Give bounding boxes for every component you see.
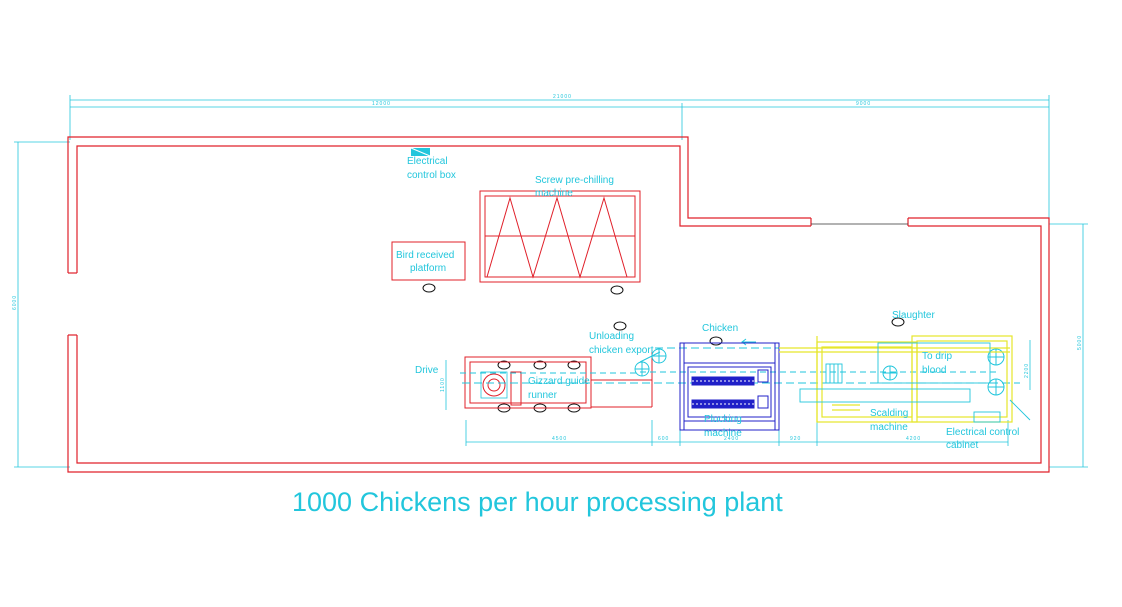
drive-wheel	[480, 371, 508, 399]
label-scalding-2: machine	[870, 422, 908, 433]
diagram-labels: Electrical control box Screw pre-chillin…	[396, 156, 1019, 451]
dim-bottom-2: 600	[658, 436, 669, 442]
dim-left-span: 12000	[372, 101, 391, 107]
label-chicken: Chicken	[702, 323, 738, 334]
label-scalding: Scalding	[870, 408, 908, 419]
label-unloading-2: chicken export	[589, 345, 654, 356]
dim-drive-height: 1100	[440, 377, 446, 392]
scalding-machine	[779, 335, 1013, 423]
dim-right-height: 5000	[1077, 335, 1083, 350]
dim-bottom-1: 4500	[552, 436, 567, 442]
label-gizzard-2: runner	[528, 390, 558, 401]
label-gizzard: Gizzard guide	[528, 376, 590, 387]
scald-tank-outline	[799, 342, 1031, 423]
dim-overall: 21000	[553, 94, 572, 100]
screw-pre-chiller	[479, 190, 641, 283]
label-plucking: Plucking	[704, 414, 742, 425]
direction-arrow	[741, 338, 756, 346]
label-drip: To drip	[922, 351, 952, 362]
dim-bottom-5: 4200	[906, 436, 921, 442]
dimension-labels: 21000 12000 9000 6000 5000 4500 600 2400…	[12, 94, 1083, 442]
bird-received-platform	[391, 241, 466, 281]
conveyor-sprockets	[634, 348, 1005, 396]
label-unloading: Unloading	[589, 331, 634, 342]
label-electrical-box-2: control box	[407, 170, 456, 181]
dim-drip-height: 2200	[1024, 363, 1030, 378]
label-cabinet-2: cabinet	[946, 440, 978, 451]
label-drive: Drive	[415, 365, 439, 376]
dim-right-span: 9000	[856, 101, 871, 107]
label-bird-platform-2: platform	[410, 263, 446, 274]
dimension-lines	[14, 95, 1088, 468]
plant-title: 1000 Chickens per hour processing plant	[292, 487, 783, 517]
label-prechiller: Screw pre-chilling	[535, 175, 614, 186]
label-cabinet: Electrical control	[946, 427, 1019, 438]
label-drip-2: blood	[922, 365, 946, 376]
electrical-control-box	[410, 147, 431, 157]
dim-bottom-3: 2400	[724, 436, 739, 442]
building-walls	[67, 136, 1050, 473]
dim-left-height: 6000	[12, 295, 18, 310]
label-bird-platform: Bird received	[396, 250, 454, 261]
label-prechiller-2: machine	[535, 188, 573, 199]
label-electrical-box: Electrical	[407, 156, 448, 167]
dim-bottom-4: 920	[790, 436, 801, 442]
label-plucking-2: machine	[704, 428, 742, 439]
label-slaughter: Slaughter	[892, 310, 935, 321]
plucking-machine	[679, 342, 780, 431]
